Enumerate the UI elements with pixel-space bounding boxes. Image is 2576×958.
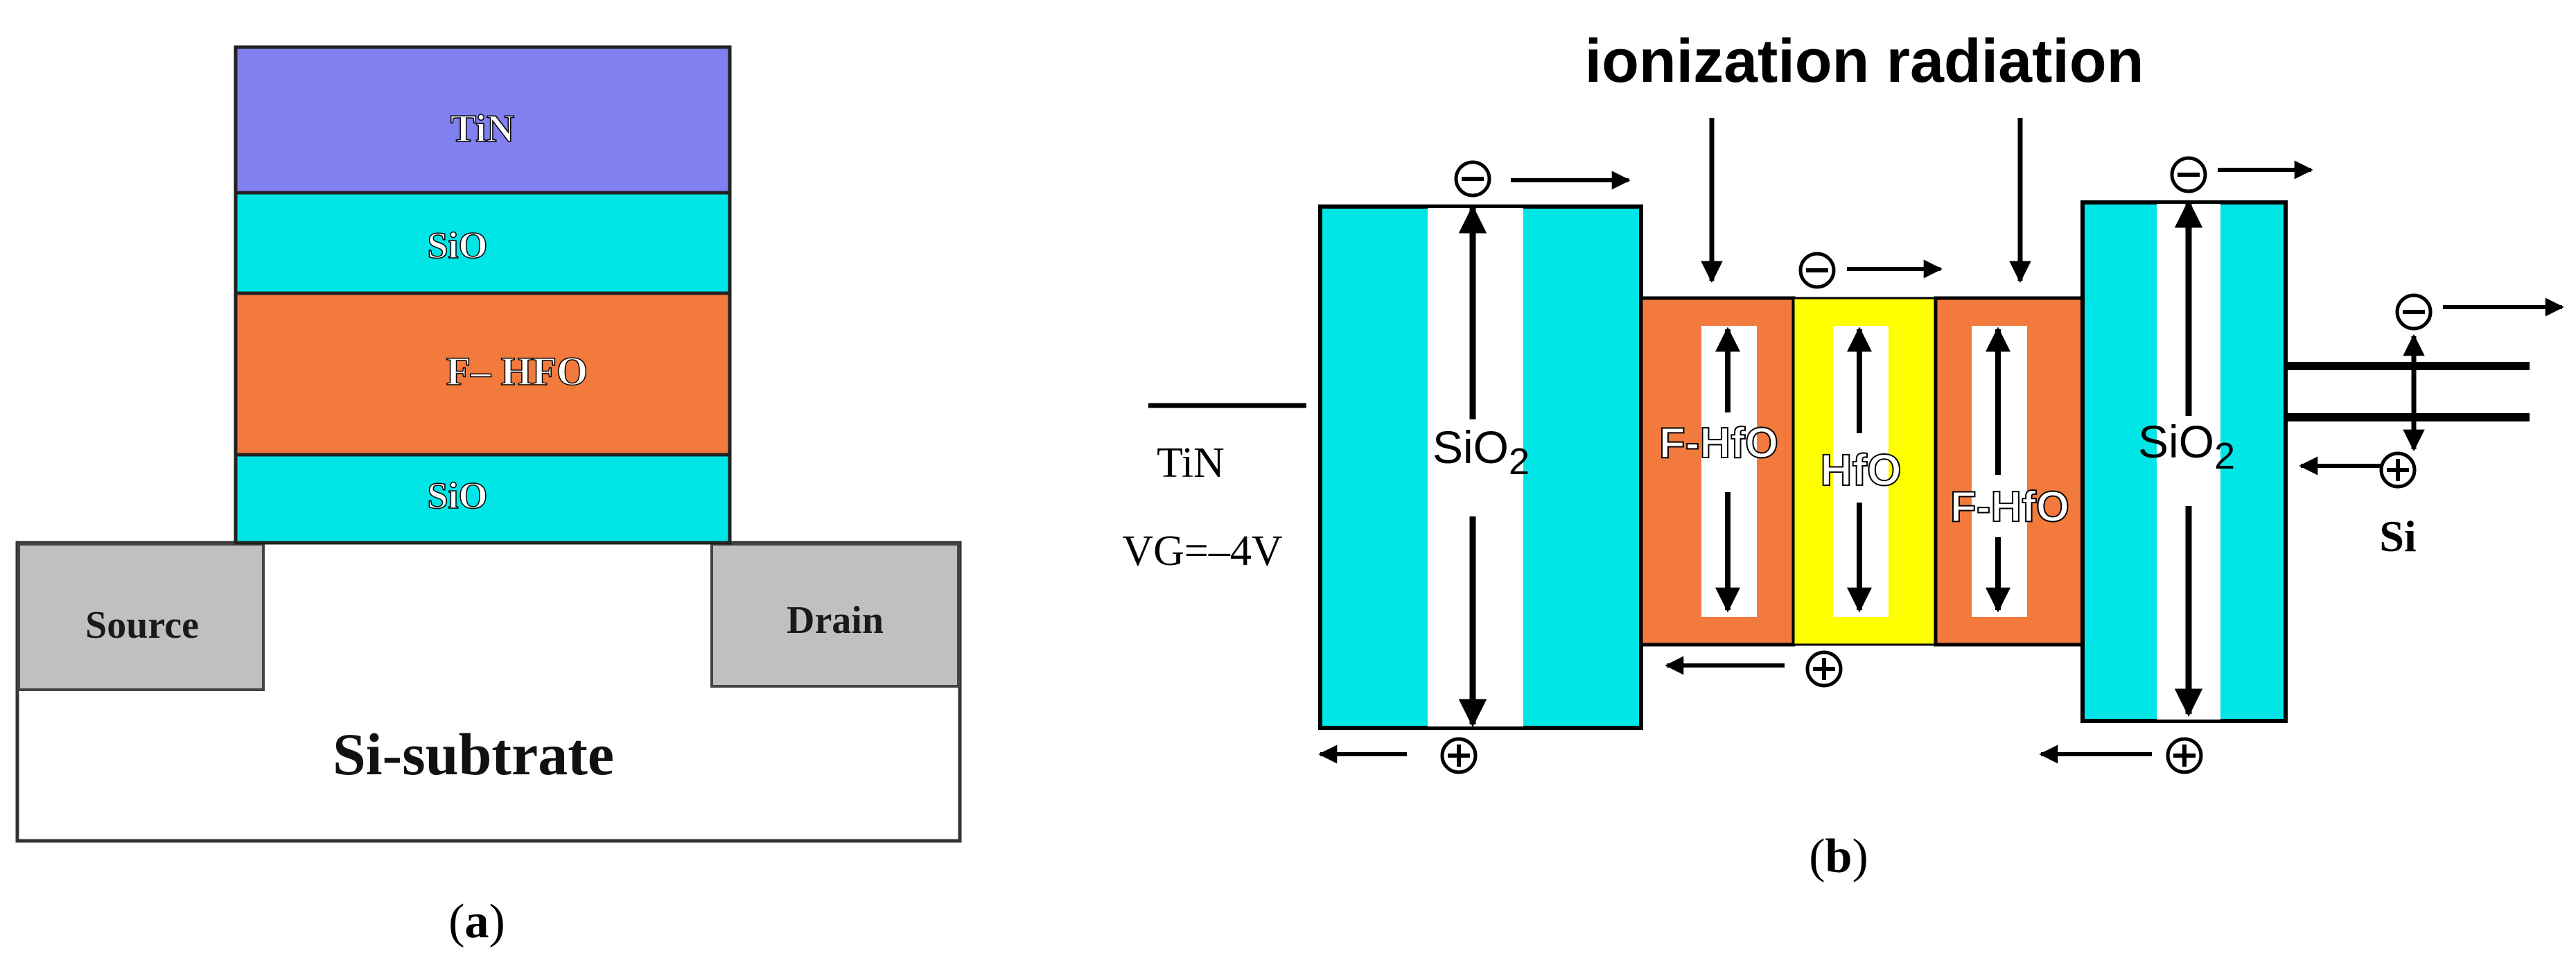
hfo-label: HfO [1820, 445, 1901, 495]
gate-voltage-label: VG=–4V [1122, 528, 1283, 575]
fhfo-layer [234, 291, 732, 457]
source-label: Source [85, 604, 199, 647]
panel-a: TiN SiO F– HFO SiO Source Drain Si-subtr… [15, 45, 962, 948]
drain-region [710, 543, 960, 688]
tin-gate-label: TiN [1157, 439, 1225, 487]
sio-top-label: SiO [427, 225, 487, 266]
sio2-right-hole [2039, 737, 2203, 774]
panel-b: ionization radiation TiN VG=–4V SiO2 F-H… [1122, 26, 2564, 883]
si-label: Si [2379, 512, 2416, 561]
sio2-left-hole [1318, 737, 1478, 774]
sio-bottom-layer [234, 453, 732, 545]
diagram-title: ionization radiation [1585, 26, 2144, 95]
sio2-left-label: SiO2 [1432, 421, 1530, 482]
fhfo-right-label: F-HfO [1950, 483, 2069, 531]
si-electron [2395, 293, 2564, 331]
sio2-left-electron [1454, 160, 1631, 198]
hfo-electron [1798, 252, 1943, 289]
si-hole [2299, 451, 2417, 489]
source-region [17, 543, 265, 691]
drain-label: Drain [787, 599, 884, 642]
sio2-right-label: SiO2 [2138, 416, 2235, 477]
sio-bottom-label: SiO [427, 475, 487, 516]
fhfo-label: F– HFO [446, 349, 588, 394]
substrate-label: Si-subtrate [333, 721, 614, 787]
tin-layer [234, 45, 732, 195]
caption-b: (b) [1809, 830, 1868, 883]
caption-a: (a) [448, 895, 505, 948]
tin-label: TiN [450, 107, 514, 150]
sio2-right-electron [2170, 156, 2313, 193]
hfo-hole [1665, 650, 1843, 688]
fhfo-left-label: F-HfO [1659, 419, 1778, 467]
